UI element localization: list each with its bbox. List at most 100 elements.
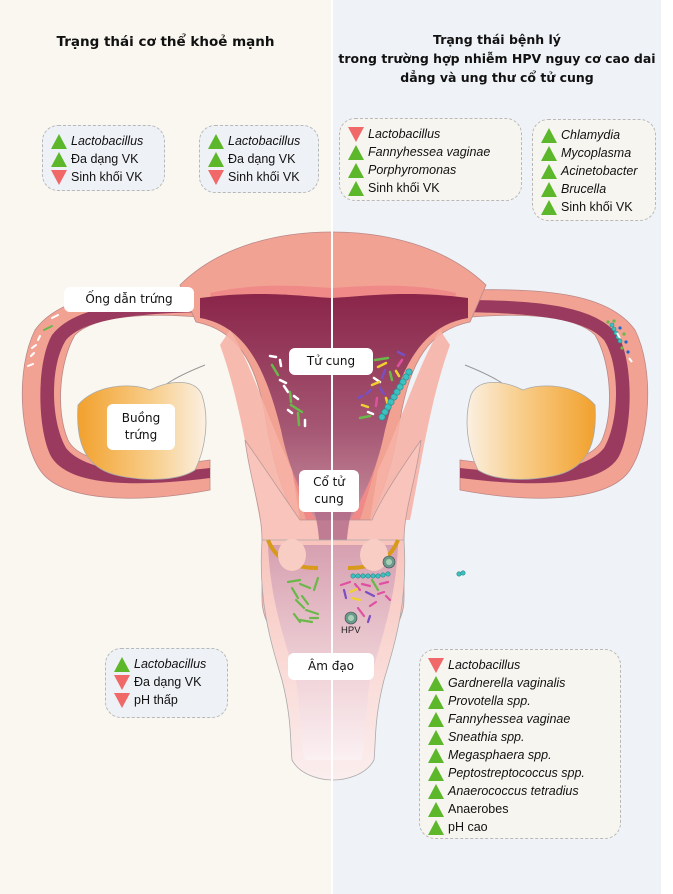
indicator-label: Provotella spp. [448,694,531,708]
indicator-label: Mycoplasma [561,146,632,160]
indicator-row: Porphyromonas [348,161,513,179]
increase-triangle-icon [348,144,364,160]
indicator-label: Sinh khối VK [368,181,440,195]
increase-triangle-icon [541,181,557,197]
healthy-title: Trạng thái cơ thể khoẻ mạnh [56,34,275,50]
indicator-label: Sinh khối VK [561,200,633,214]
label-cervix-line2: cung [314,492,344,506]
disease-title-line2: trong trường hợp nhiễm HPV nguy cơ cao d… [338,51,656,66]
increase-triangle-icon [428,801,444,817]
indicator-row: Peptostreptococcus spp. [428,764,612,782]
disease-title-line3: dẳng và ung thư cổ tử cung [400,70,594,85]
label-fallopian-tube: Ống dẫn trứng [64,287,194,312]
increase-triangle-icon [428,765,444,781]
decrease-triangle-icon [428,657,444,673]
indicator-label: Chlamydia [561,128,621,142]
indicator-row: Anaerococcus tetradius [428,782,612,800]
label-cervix-line1: Cổ tử [313,475,345,489]
increase-triangle-icon [541,127,557,143]
indicator-row: Sneathia spp. [428,728,612,746]
indicator-row: pH cao [428,818,612,836]
indicator-label: Acinetobacter [561,164,638,178]
panel-divider [331,0,333,894]
indicator-row: Sinh khối VK [348,179,513,197]
indicator-row: Đa dạng VK [208,150,310,168]
increase-triangle-icon [208,133,224,149]
increase-triangle-icon [51,151,67,167]
indicator-row: Mycoplasma [541,144,647,162]
indicator-row: Sinh khối VK [51,168,156,186]
increase-triangle-icon [114,656,130,672]
indicator-label: Lactobacillus [368,127,441,141]
increase-triangle-icon [541,145,557,161]
label-uterus: Tử cung [289,348,373,375]
indicator-label: Fannyhessea vaginae [448,712,571,726]
indicator-row: Fannyhessea vaginae [348,143,513,161]
indicator-row: Lactobacillus [51,132,156,150]
increase-triangle-icon [541,199,557,215]
indicator-label: Sinh khối VK [228,170,300,184]
indicator-label: Anaerobes [448,802,509,816]
indicator-row: pH thấp [114,691,219,709]
indicator-label: Anaerococcus tetradius [448,784,579,798]
increase-triangle-icon [208,151,224,167]
label-cervix: Cổ tử cung [299,470,359,512]
indicator-row: Đa dạng VK [51,150,156,168]
increase-triangle-icon [348,162,364,178]
indicator-label: Lactobacillus [448,658,521,672]
fallopian-tube-right [459,289,649,499]
increase-triangle-icon [541,163,557,179]
decrease-triangle-icon [348,126,364,142]
indicator-row: Lactobacillus [114,655,219,673]
label-ovary: Buồng trứng [107,404,175,450]
indicator-row: Megasphaera spp. [428,746,612,764]
fallopian-cocci [606,319,633,363]
increase-triangle-icon [428,711,444,727]
indicator-label: pH thấp [134,693,178,707]
indicator-label: pH cao [448,820,488,834]
indicator-row: Brucella [541,180,647,198]
vagina-disease-bacteria [339,578,392,624]
indicator-row: Gardnerella vaginalis [428,674,612,692]
increase-triangle-icon [428,819,444,835]
indicator-label: Sinh khối VK [71,170,143,184]
decrease-triangle-icon [114,674,130,690]
label-ovary-line1: Buồng [121,411,161,425]
indicator-row: Đa dạng VK [114,673,219,691]
disease-title-line1: Trạng thái bệnh lý [433,32,561,47]
indicator-row: Anaerobes [428,800,612,818]
increase-triangle-icon [428,693,444,709]
increase-triangle-icon [428,675,444,691]
decrease-triangle-icon [114,692,130,708]
box-healthy-vagina: Lactobacillus Đa dạng VK pH thấp [105,648,228,718]
indicator-label: Fannyhessea vaginae [368,145,491,159]
indicator-label: Lactobacillus [134,657,207,671]
indicator-label: Peptostreptococcus spp. [448,766,585,780]
indicator-label: Đa dạng VK [71,152,139,166]
indicator-label: Gardnerella vaginalis [448,676,566,690]
indicator-row: Fannyhessea vaginae [428,710,612,728]
decrease-triangle-icon [208,169,224,185]
ovary-right [466,381,596,480]
decrease-triangle-icon [51,169,67,185]
indicator-row: Chlamydia [541,126,647,144]
label-hpv: HPV [341,625,361,636]
box-healthy-uterus: Lactobacillus Đa dạng VK Sinh khối VK [199,125,319,193]
indicator-label: Đa dạng VK [134,675,202,689]
indicator-label: Lactobacillus [71,134,144,148]
disease-title: Trạng thái bệnh lý trong trường hợp nhiễ… [333,30,661,87]
increase-triangle-icon [51,133,67,149]
indicator-row: Lactobacillus [348,125,513,143]
healthy-bacteria [27,314,320,624]
hpv-virus-icon [344,555,396,625]
indicator-row: Sinh khối VK [541,198,647,216]
indicator-row: Acinetobacter [541,162,647,180]
uterine-cavity [200,293,468,520]
indicator-label: Sneathia spp. [448,730,525,744]
indicator-row: Lactobacillus [428,656,612,674]
box-healthy-fallopian: Lactobacillus Đa dạng VK Sinh khối VK [42,125,165,191]
indicator-label: Brucella [561,182,607,196]
indicator-label: Lactobacillus [228,134,301,148]
